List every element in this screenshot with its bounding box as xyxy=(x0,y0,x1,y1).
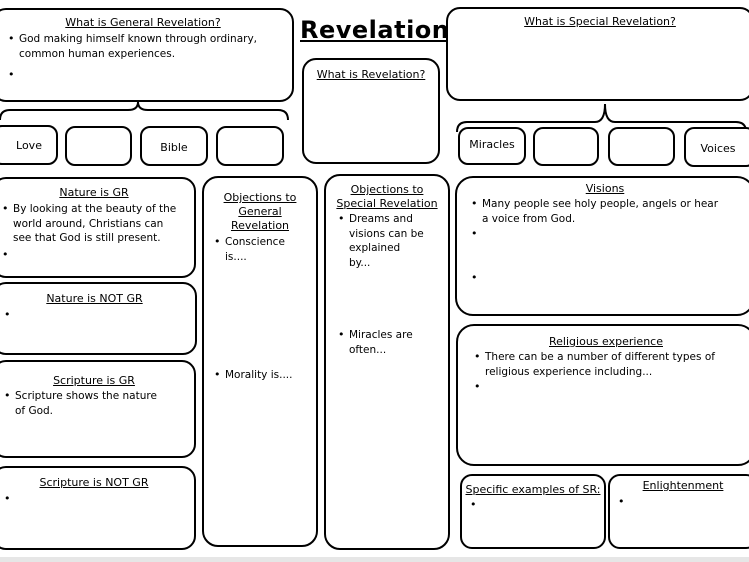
religious-experience-box: Religious experience There can be a numb… xyxy=(456,324,749,466)
sr-example-label xyxy=(610,129,673,164)
bullet-item xyxy=(8,68,278,83)
bullet-item xyxy=(474,380,724,395)
nature-is-gr-box: Nature is GR By looking at the beauty of… xyxy=(0,177,196,278)
bullet-item xyxy=(4,308,179,323)
bullet-item xyxy=(4,492,178,507)
specific-examples-title: Specific examples of SR: xyxy=(465,483,601,496)
religious-experience-title: Religious experience xyxy=(549,335,663,348)
religious-experience-bullets: There can be a number of different types… xyxy=(474,350,724,395)
scripture-is-gr-title: Scripture is GR xyxy=(53,374,135,387)
bullet-item: God making himself known through ordinar… xyxy=(8,32,278,61)
nature-not-gr-bullets xyxy=(4,308,179,323)
nature-not-gr-box: Nature is NOT GR xyxy=(0,282,197,355)
bullet-item: There can be a number of different types… xyxy=(474,350,724,379)
general-revelation-box: What is General Revelation? God making h… xyxy=(0,8,294,102)
bullet-item: Conscience is.... xyxy=(214,235,308,264)
sr-example-blank-2 xyxy=(608,127,675,166)
scripture-is-gr-bullets: Scripture shows the nature of God. xyxy=(4,389,170,418)
gr-example-blank-1 xyxy=(65,126,132,166)
scripture-is-gr-box: Scripture is GR Scripture shows the natu… xyxy=(0,360,196,458)
gr-example-love: Love xyxy=(0,125,58,165)
general-revelation-title: What is General Revelation? xyxy=(65,16,221,29)
what-is-revelation-box: What is Revelation? xyxy=(302,58,440,164)
bullet-item: Scripture shows the nature of God. xyxy=(4,389,170,418)
specific-examples-bullets xyxy=(470,498,596,513)
general-brace xyxy=(0,101,289,121)
gr-example-label xyxy=(67,128,130,164)
enlightenment-box: Enlightenment xyxy=(608,474,749,549)
bullet-item xyxy=(618,495,748,510)
objections-sr-title: Objections to Special Revelation xyxy=(336,183,438,210)
visions-bullets: Many people see holy people, angels or h… xyxy=(471,197,723,286)
bullet-item: By looking at the beauty of the world ar… xyxy=(2,202,178,246)
scripture-not-gr-title: Scripture is NOT GR xyxy=(39,476,149,489)
gr-example-blank-2 xyxy=(216,126,284,166)
sr-example-label: Miracles xyxy=(469,137,515,151)
sr-example-label xyxy=(535,129,597,164)
special-revelation-box: What is Special Revelation? xyxy=(446,7,749,101)
bullet-item xyxy=(470,498,596,513)
gr-example-label: Love xyxy=(16,138,42,152)
nature-not-gr-title: Nature is NOT GR xyxy=(46,292,143,305)
bullet-item: Dreams and visions can be explained by..… xyxy=(338,212,424,270)
objections-sr-bullets: Dreams and visions can be explained by..… xyxy=(338,212,424,357)
sr-example-label: Voices xyxy=(700,141,736,155)
visions-title: Visions xyxy=(585,182,625,195)
bullet-item xyxy=(2,248,178,263)
enlightenment-bullets xyxy=(618,495,748,510)
specific-examples-box: Specific examples of SR: xyxy=(460,474,606,549)
gr-example-bible: Bible xyxy=(140,126,208,166)
page-title: Revelation xyxy=(300,16,450,44)
enlightenment-title: Enlightenment xyxy=(642,479,724,492)
objections-gr-title: Objections to General Revelation xyxy=(223,191,297,232)
gr-example-label xyxy=(218,128,282,164)
sr-example-voices: Voices xyxy=(684,127,749,167)
bullet-item xyxy=(471,227,723,242)
nature-is-gr-title: Nature is GR xyxy=(59,186,129,199)
nature-is-gr-bullets: By looking at the beauty of the world ar… xyxy=(2,202,178,262)
general-revelation-bullets: God making himself known through ordinar… xyxy=(8,32,278,83)
sr-example-blank-1 xyxy=(533,127,599,166)
bullet-item: Miracles are often... xyxy=(338,328,424,357)
objections-gr-box: Objections to General Revelation Conscie… xyxy=(202,176,318,547)
bottom-edge xyxy=(0,557,749,562)
scripture-not-gr-bullets xyxy=(4,492,178,507)
objections-sr-box: Objections to Special Revelation Dreams … xyxy=(324,174,450,550)
objections-gr-bullets: Conscience is.... Morality is.... xyxy=(214,235,308,383)
bullet-item xyxy=(471,271,723,286)
sr-example-miracles: Miracles xyxy=(458,127,526,165)
special-revelation-title: What is Special Revelation? xyxy=(524,15,676,28)
what-is-revelation-title: What is Revelation? xyxy=(316,68,426,81)
scripture-not-gr-box: Scripture is NOT GR xyxy=(0,466,196,550)
bullet-item: Many people see holy people, angels or h… xyxy=(471,197,723,226)
visions-box: Visions Many people see holy people, ang… xyxy=(455,176,749,316)
bullet-item: Morality is.... xyxy=(214,368,308,383)
gr-example-label: Bible xyxy=(160,140,188,154)
